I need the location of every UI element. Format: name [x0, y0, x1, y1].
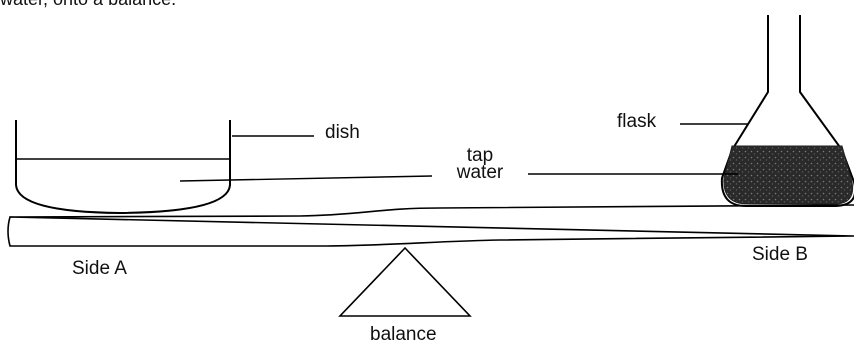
flask-label: flask: [617, 111, 657, 132]
side-a-label: Side A: [72, 258, 127, 279]
flask: [720, 15, 854, 207]
dish: [15, 120, 231, 215]
tap-label: tap: [466, 145, 494, 166]
dish-label: dish: [325, 122, 360, 143]
side-b-label: Side B: [752, 244, 808, 265]
water-label: water: [456, 162, 504, 183]
intro-text: water, onto a balance.: [0, 0, 176, 10]
balance-label: balance: [370, 324, 437, 345]
balance-beam: [7, 204, 854, 247]
flask-water: [723, 145, 854, 205]
tap-water-leader-left: [179, 175, 433, 182]
fulcrum-triangle: [338, 246, 472, 317]
